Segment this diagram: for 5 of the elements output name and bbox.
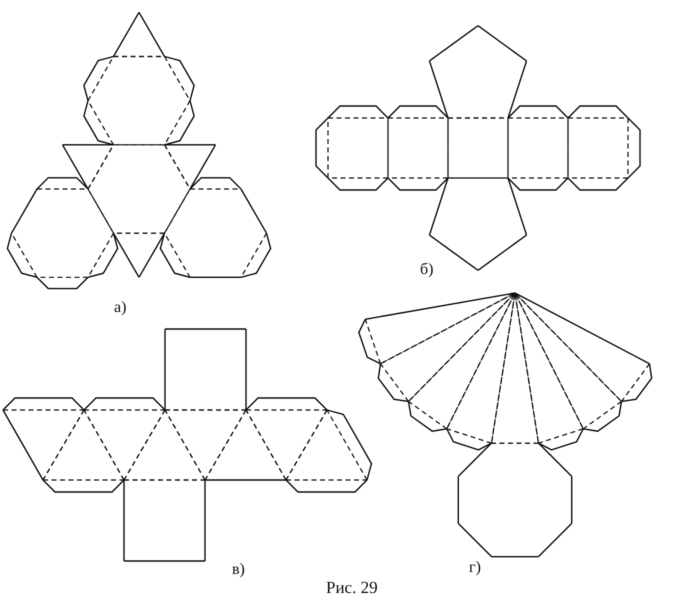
figure-caption: Рис. 29 [326, 579, 378, 596]
panel-label: г) [469, 560, 481, 576]
panel-label: в) [232, 562, 245, 578]
panel-label: б) [420, 262, 434, 278]
panel-label: а) [114, 300, 126, 316]
